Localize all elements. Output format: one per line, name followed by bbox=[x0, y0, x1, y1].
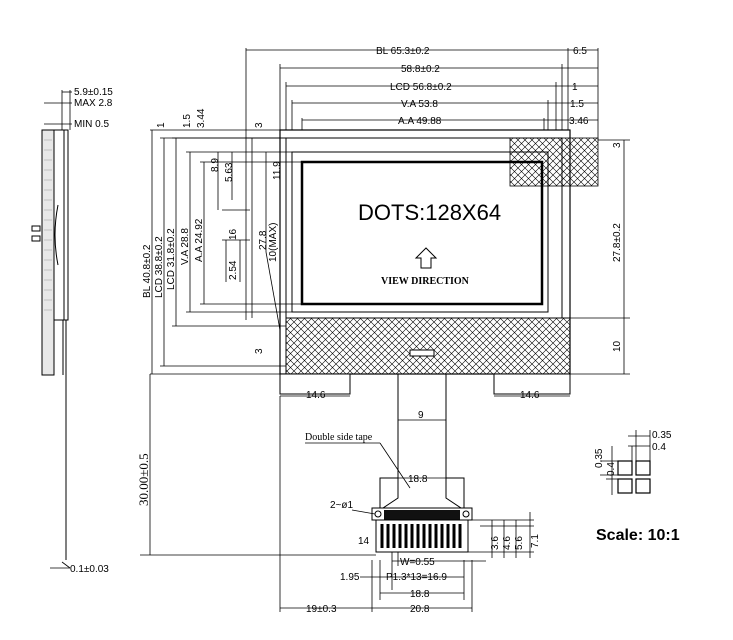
dim-aa-side: 3.46 bbox=[569, 116, 589, 127]
dim-lcd-outer-height: LCD 38.8±0.2 bbox=[154, 236, 165, 298]
pixel-dim-0-4-top: 0.4 bbox=[652, 442, 666, 453]
dim-3-6: 3.6 bbox=[490, 536, 501, 550]
dim-11-9: 11.9 bbox=[272, 161, 283, 180]
dim-3-top: 3 bbox=[254, 122, 265, 128]
dim-holes: 2~ø1 bbox=[330, 500, 354, 511]
dim-3-bottom: 3 bbox=[254, 348, 265, 354]
corner-hatch bbox=[509, 137, 599, 187]
dim-1-5: 1.5 bbox=[182, 114, 193, 128]
scale-label: Scale: 10:1 bbox=[596, 527, 680, 544]
pin-14-label: 14 bbox=[358, 536, 370, 547]
dim-20-8: 20.8 bbox=[410, 604, 430, 615]
side-dim-5-9: 5.9±0.15 bbox=[74, 87, 113, 98]
dim-18-8-top: 18.8 bbox=[408, 474, 428, 485]
dim-aa-height: A.A 24.92 bbox=[194, 218, 205, 262]
dim-bl-width: BL 65.3±0.2 bbox=[376, 46, 430, 57]
dim-aa-width: A.A 49.88 bbox=[398, 116, 442, 127]
view-direction-arrow-icon bbox=[414, 247, 438, 269]
dim-18-8-bottom: 18.8 bbox=[410, 589, 430, 600]
dim-1-95: 1.95 bbox=[340, 572, 360, 583]
side-backlight bbox=[41, 129, 55, 376]
dim-va-height: V.A 28.8 bbox=[180, 228, 191, 265]
dim-5-63: 5.63 bbox=[224, 162, 235, 182]
dim-8-9: 8.9 bbox=[210, 158, 221, 172]
dim-right-27-8: 27.8±0.2 bbox=[612, 223, 623, 262]
active-area bbox=[300, 160, 544, 306]
module-front-view: DOTS:128X64 VIEW DIRECTION 14.6 14.6 bbox=[279, 129, 599, 401]
dim-va-side: 1.5 bbox=[570, 99, 584, 110]
mount-hole-left bbox=[374, 510, 382, 518]
tab-left bbox=[279, 373, 351, 395]
view-direction-label: VIEW DIRECTION bbox=[381, 276, 470, 287]
dim-10max: 10(MAX) bbox=[268, 223, 279, 262]
dim-lcd-width: LCD 56.8±0.2 bbox=[390, 82, 452, 93]
fpc-cable: 9 Double side tape 18.8 2~ø1 14 3.6 4.6 … bbox=[279, 374, 541, 615]
pixel-dim-0-4-left: 0.4 bbox=[606, 462, 617, 476]
dim-lcd-height: LCD 31.8±0.2 bbox=[166, 228, 177, 290]
mount-hole-right bbox=[462, 510, 470, 518]
dim-4-6: 4.6 bbox=[502, 536, 513, 550]
dim-19: 19±0.3 bbox=[306, 604, 337, 615]
ledge-hatch bbox=[285, 317, 571, 375]
dim-27-8: 27.8 bbox=[258, 230, 269, 250]
double-side-tape-label: Double side tape bbox=[305, 432, 373, 443]
dim-7-1: 7.1 bbox=[530, 534, 541, 548]
dim-58-8: 58.8±0.2 bbox=[401, 64, 440, 75]
dim-w-0-55: W=0.55 bbox=[400, 557, 435, 568]
pixel-dim-0-35-left: 0.35 bbox=[594, 448, 605, 468]
fpc-length-dimension: 30.00±0.5 bbox=[136, 374, 376, 556]
dim-tab-right: 14.6 bbox=[520, 390, 540, 401]
dim-tab-left: 14.6 bbox=[306, 390, 326, 401]
tab-right bbox=[493, 373, 571, 395]
dim-30-00: 30.00±0.5 bbox=[136, 453, 151, 506]
dim-bl-height: BL 40.8±0.2 bbox=[142, 244, 153, 298]
dim-pitch: P1.3*13=16.9 bbox=[386, 572, 447, 583]
dim-right-10: 10 bbox=[612, 340, 623, 352]
side-dim-max: MAX 2.8 bbox=[74, 98, 113, 109]
pixel-dim-0-35-top: 0.35 bbox=[652, 430, 672, 441]
dim-bl-side: 6.5 bbox=[573, 46, 587, 57]
side-dim-0-1: 0.1±0.03 bbox=[70, 564, 109, 575]
dim-3-44: 3.44 bbox=[196, 108, 207, 128]
side-dim-min: MIN 0.5 bbox=[74, 119, 109, 130]
side-view: 5.9±0.15 MAX 2.8 MIN 0.5 0.1±0.03 bbox=[31, 87, 113, 575]
dim-fpc-9: 9 bbox=[418, 410, 424, 421]
dim-va-width: V.A 53.8 bbox=[401, 99, 438, 110]
left-dimensions: BL 40.8±0.2 LCD 38.8±0.2 LCD 31.8±0.2 V.… bbox=[142, 108, 302, 375]
right-dimensions: 3 27.8±0.2 10 bbox=[570, 139, 630, 375]
dots-label: DOTS:128X64 bbox=[358, 200, 501, 225]
dim-right-3: 3 bbox=[612, 142, 623, 148]
pixel-detail: 0.35 0.4 0.35 0.4 Scale: 10:1 bbox=[594, 430, 680, 544]
dim-lcd-side: 1 bbox=[572, 82, 578, 93]
dim-16: 16 bbox=[228, 228, 239, 240]
dim-2-54: 2.54 bbox=[228, 260, 239, 280]
dim-1: 1 bbox=[156, 122, 167, 128]
dim-5-6: 5.6 bbox=[514, 536, 525, 550]
